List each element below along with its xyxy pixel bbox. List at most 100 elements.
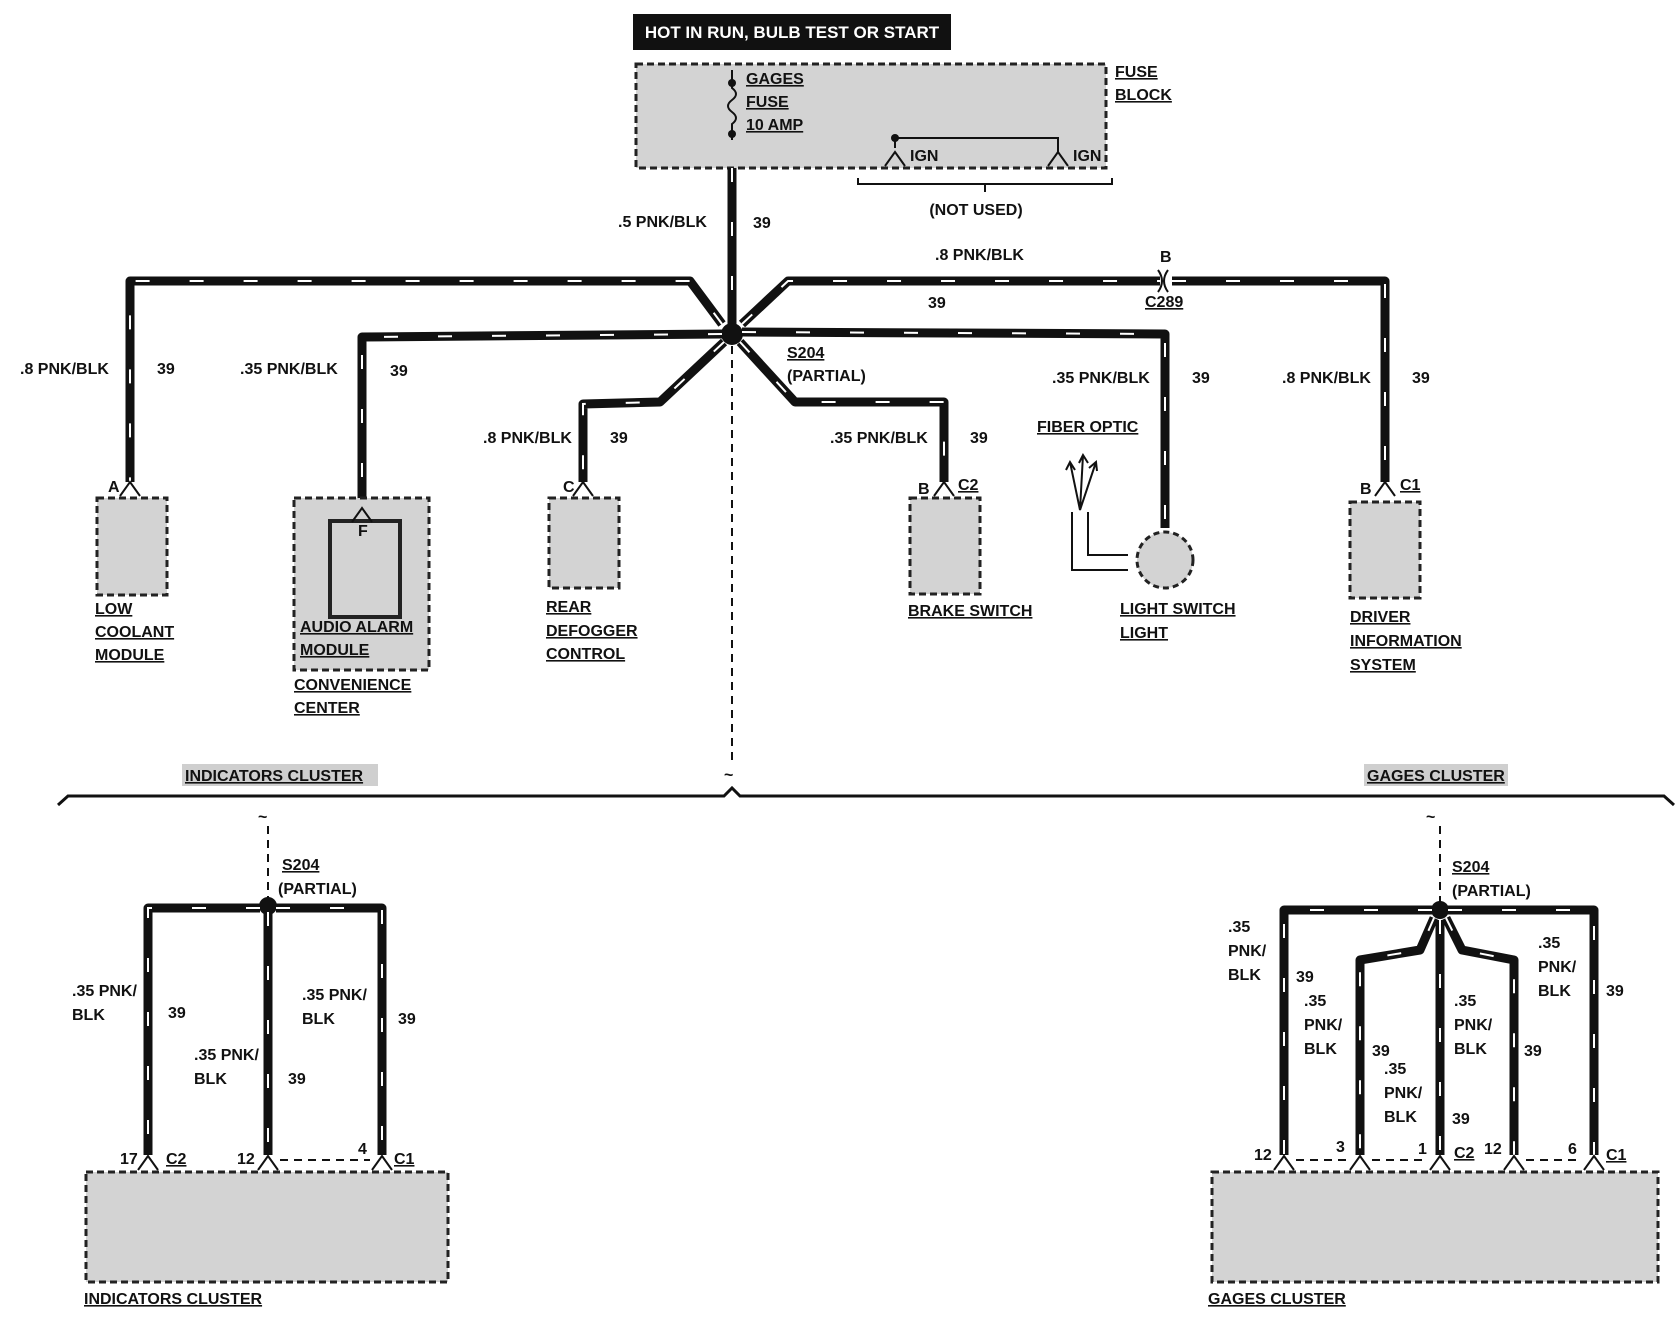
convenience-center-line2: CENTER	[294, 700, 360, 717]
ind-conn-4	[371, 1154, 393, 1171]
rear-defogger-circuit: 39	[610, 430, 628, 447]
ind-break-symbol: ~	[258, 809, 267, 826]
indicators-header: INDICATORS CLUSTER	[185, 768, 364, 785]
brake-switch-pin: B	[918, 481, 930, 498]
gag-pin-3: 3	[1336, 1139, 1345, 1156]
brake-switch-module	[908, 496, 982, 596]
gag-w1-c: BLK	[1228, 967, 1261, 984]
ign-connector-1	[884, 150, 906, 167]
fuse-rating: 10 AMP	[746, 117, 804, 134]
wire-brake-switch	[736, 338, 949, 482]
rear-defogger-line2: DEFOGGER	[546, 623, 638, 640]
light-switch-gauge: .35 PNK/BLK	[1052, 370, 1150, 387]
gag-pin-12b: 12	[1484, 1141, 1502, 1158]
not-used-label: (NOT USED)	[929, 202, 1022, 219]
rear-defogger-gauge: .8 PNK/BLK	[483, 430, 572, 447]
convenience-center	[292, 496, 431, 672]
ind-conn-12	[257, 1154, 279, 1171]
fuse-word: FUSE	[746, 94, 789, 111]
gag-w3-b: PNK/	[1384, 1085, 1423, 1102]
rear-defogger-line3: CONTROL	[546, 646, 625, 663]
audio-alarm-module	[328, 519, 402, 619]
gag-w5-d: 39	[1606, 983, 1624, 1000]
low-coolant-gauge: .8 PNK/BLK	[20, 361, 109, 378]
fiber-optic-arrows-icon	[1065, 452, 1098, 511]
ind-pin-17: 17	[120, 1151, 138, 1168]
light-switch-line2: LIGHT	[1120, 625, 1168, 642]
low-coolant-line1: LOW	[95, 601, 133, 618]
gag-w3-a: .35	[1384, 1061, 1406, 1078]
gag-c1: C1	[1606, 1147, 1627, 1164]
header-box	[633, 14, 951, 50]
low-coolant-circuit: 39	[157, 361, 175, 378]
audio-alarm-circuit: 39	[390, 363, 408, 380]
ign-connector-2	[1047, 150, 1069, 167]
low-coolant-pin: A	[108, 479, 120, 496]
fuse-block-label-1: FUSE	[1115, 64, 1158, 81]
ign-node	[891, 134, 899, 142]
audio-alarm-line1: AUDIO ALARM	[300, 619, 413, 636]
gag-conn-12b	[1503, 1154, 1525, 1171]
ind-w3-a: .35 PNK/	[302, 987, 367, 1004]
gag-pin-12a: 12	[1254, 1147, 1272, 1164]
ind-s204: S204	[282, 857, 319, 874]
gag-conn-6	[1583, 1154, 1605, 1171]
ind-w2-a: .35 PNK/	[194, 1047, 259, 1064]
audio-alarm-pin: F	[358, 523, 368, 540]
wire-low-coolant	[125, 276, 726, 482]
gag-w4-d: 39	[1524, 1043, 1542, 1060]
rear-defogger-module	[547, 496, 621, 590]
dis-top-circuit: 39	[928, 295, 946, 312]
dis-connector	[1374, 480, 1396, 497]
fuse-bottom-terminal	[728, 130, 736, 138]
ind-w2-b: BLK	[194, 1071, 227, 1088]
indicators-cluster-label: INDICATORS CLUSTER	[84, 1291, 263, 1308]
not-used-brace	[857, 178, 1113, 192]
main-feed-gauge: .5 PNK/BLK	[618, 214, 707, 231]
brake-switch-circuit: 39	[970, 430, 988, 447]
fuse-icon	[727, 70, 737, 140]
rear-defogger-line1: REAR	[546, 599, 592, 616]
brake-switch-connector	[933, 480, 955, 497]
gag-w5-c: BLK	[1538, 983, 1571, 1000]
ind-splice	[259, 897, 277, 915]
ind-wire-3	[276, 903, 387, 1155]
c289-label: C289	[1145, 294, 1183, 311]
gag-conn-3	[1349, 1154, 1371, 1171]
ind-w1-a: .35 PNK/	[72, 983, 137, 1000]
gag-w2-b: PNK/	[1304, 1017, 1343, 1034]
rear-defogger-connector	[572, 480, 594, 497]
indicators-cluster	[84, 1170, 450, 1284]
indicators-header-shade	[182, 764, 378, 786]
gag-w1-b: PNK/	[1228, 943, 1267, 960]
gag-break-symbol: ~	[1426, 809, 1435, 826]
ind-wire-1	[143, 903, 260, 1155]
c289-connector-icon	[1157, 269, 1169, 293]
c289-pin: B	[1160, 249, 1172, 266]
ign-label-2: IGN	[1073, 148, 1101, 165]
gag-w2-a: .35	[1304, 993, 1326, 1010]
gag-pin-6: 6	[1568, 1141, 1577, 1158]
ind-pin-12: 12	[237, 1151, 255, 1168]
gag-w3-c: BLK	[1384, 1109, 1417, 1126]
low-coolant-connector	[119, 480, 141, 497]
gag-w1-a: .35	[1228, 919, 1250, 936]
gag-splice	[1431, 901, 1449, 919]
fuse-name: GAGES	[746, 71, 804, 88]
light-switch-line1: LIGHT SWITCH	[1120, 601, 1236, 618]
wire-rear-defogger	[578, 338, 728, 482]
fuse-block	[634, 62, 1108, 170]
gag-pin-1: 1	[1418, 1141, 1427, 1158]
rear-defogger-pin: C	[563, 479, 575, 496]
gag-conn-1	[1429, 1154, 1451, 1171]
light-switch-bulb	[1135, 530, 1195, 590]
gag-wire-5	[1448, 905, 1599, 1155]
gag-partial: (PARTIAL)	[1452, 883, 1531, 900]
fiber-optic-label: FIBER OPTIC	[1037, 419, 1139, 436]
gages-cluster	[1210, 1170, 1660, 1284]
brake-switch-conn: C2	[958, 477, 979, 494]
splice-s204-label: S204	[787, 345, 824, 362]
wire-dis-2	[1172, 276, 1390, 482]
gag-w1-d: 39	[1296, 969, 1314, 986]
convenience-center-line1: CONVENIENCE	[294, 677, 412, 694]
